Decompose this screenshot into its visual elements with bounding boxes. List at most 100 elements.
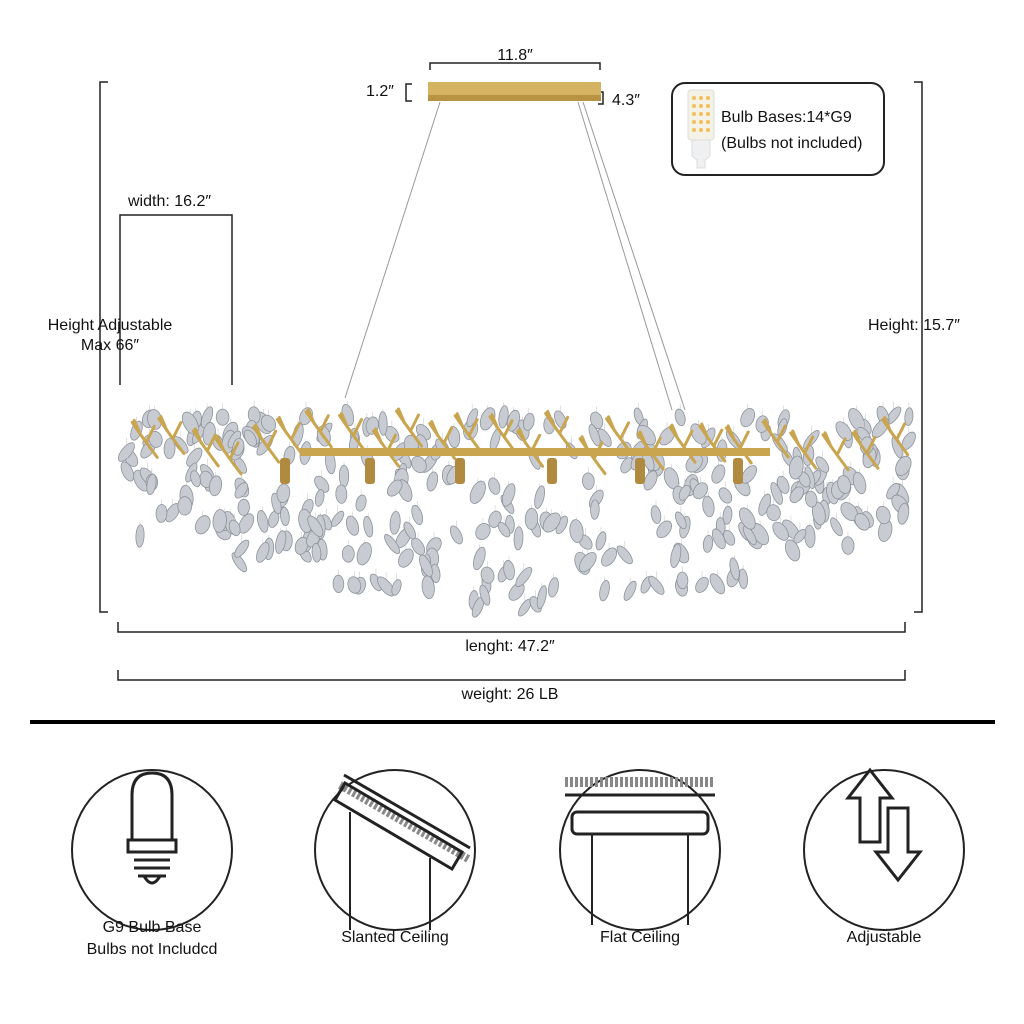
- crystal: [238, 513, 255, 534]
- crystal: [837, 475, 851, 494]
- crystal: [722, 505, 733, 525]
- crystal: [789, 486, 804, 504]
- branch: [275, 415, 304, 456]
- crystal: [788, 455, 804, 480]
- crystal: [135, 524, 145, 548]
- branch: [395, 407, 424, 448]
- bulb-info-box: Bulb Bases:14*G9 (Bulbs not included): [671, 82, 885, 176]
- crystal: [804, 524, 816, 548]
- crystal: [740, 408, 756, 428]
- crystal: [599, 579, 610, 602]
- crystal: [595, 531, 607, 551]
- branch: [516, 427, 545, 468]
- crystal: [875, 505, 891, 525]
- bulb-socket: [733, 458, 743, 484]
- crystal: [534, 485, 545, 509]
- crystal: [674, 408, 686, 427]
- crystal: [200, 406, 214, 429]
- feature-label-bulb: G9 Bulb Base Bulbs not Includcd: [52, 918, 252, 960]
- crystal: [897, 502, 910, 525]
- crystal: [590, 411, 604, 430]
- crystal: [709, 573, 726, 595]
- crystal: [815, 456, 830, 473]
- crystal: [770, 482, 783, 505]
- crystal: [569, 519, 584, 543]
- crystal: [411, 455, 427, 474]
- canopy-height-label: 1.2″: [366, 83, 394, 100]
- length-label: lenght: 47.2″: [465, 638, 555, 655]
- crystal: [588, 424, 601, 447]
- crystal: [411, 504, 424, 525]
- crystal: [426, 471, 439, 492]
- crystal: [449, 525, 463, 545]
- bulb-socket: [635, 458, 645, 484]
- crystal: [784, 539, 801, 562]
- branch: [214, 435, 243, 476]
- height-line: [914, 81, 923, 613]
- crystal: [389, 510, 401, 535]
- branch: [252, 423, 281, 464]
- crystal: [294, 536, 309, 555]
- crystal: [729, 557, 740, 581]
- crystal: [260, 414, 277, 432]
- crystal: [311, 543, 322, 563]
- crystal: [345, 515, 360, 536]
- crystal: [314, 475, 330, 493]
- height-adjustable-line1: Height Adjustable: [47, 317, 173, 334]
- crystal: [650, 505, 662, 524]
- crystal: [895, 455, 912, 476]
- branch: [821, 431, 850, 472]
- bulb-socket: [455, 458, 465, 484]
- crystal: [702, 495, 715, 518]
- crystal: [524, 507, 539, 530]
- crystal: [841, 536, 855, 555]
- led-g9-bulb-icon: [687, 89, 715, 169]
- crystal: [215, 408, 230, 426]
- crystal: [234, 482, 249, 499]
- crystal: [590, 499, 600, 520]
- crystal: [711, 528, 726, 550]
- crystal: [498, 405, 509, 429]
- branch: [304, 408, 333, 449]
- crystal: [597, 428, 612, 447]
- crystal: [256, 510, 269, 533]
- crystal: [805, 490, 818, 508]
- crystal: [854, 513, 870, 531]
- crystal: [616, 545, 633, 565]
- crystal: [355, 494, 367, 512]
- crystal: [741, 465, 758, 484]
- suspension-wires: [344, 101, 686, 411]
- width-label: width: 16.2″: [128, 193, 212, 210]
- feature-label-adjustable: Adjustable: [846, 929, 922, 946]
- crystal: [742, 525, 757, 546]
- crystal: [347, 576, 362, 594]
- feature-circle-flat: [559, 769, 721, 931]
- crystal: [503, 560, 515, 581]
- crystal: [488, 477, 501, 495]
- branch: [724, 424, 753, 465]
- branch: [668, 423, 697, 464]
- canopy-width-label: 11.8″: [497, 47, 533, 64]
- crystal: [623, 580, 637, 601]
- crystal: [766, 504, 781, 522]
- crystal: [692, 482, 708, 500]
- crystal: [601, 547, 618, 567]
- crystal: [542, 512, 561, 533]
- main-bar: [300, 448, 770, 456]
- crystal: [212, 509, 227, 533]
- crystal: [501, 483, 516, 507]
- crystal: [386, 479, 403, 497]
- crystal: [356, 542, 372, 566]
- crystal: [473, 546, 486, 571]
- crystal: [676, 571, 689, 590]
- crystal: [338, 464, 350, 488]
- crystal: [475, 522, 491, 541]
- branch: [130, 418, 159, 459]
- crystal: [208, 475, 223, 497]
- crystal: [280, 506, 290, 527]
- branch: [698, 422, 727, 463]
- bulb-socket: [365, 458, 375, 484]
- crystal: [548, 577, 559, 598]
- crystal: [480, 566, 495, 584]
